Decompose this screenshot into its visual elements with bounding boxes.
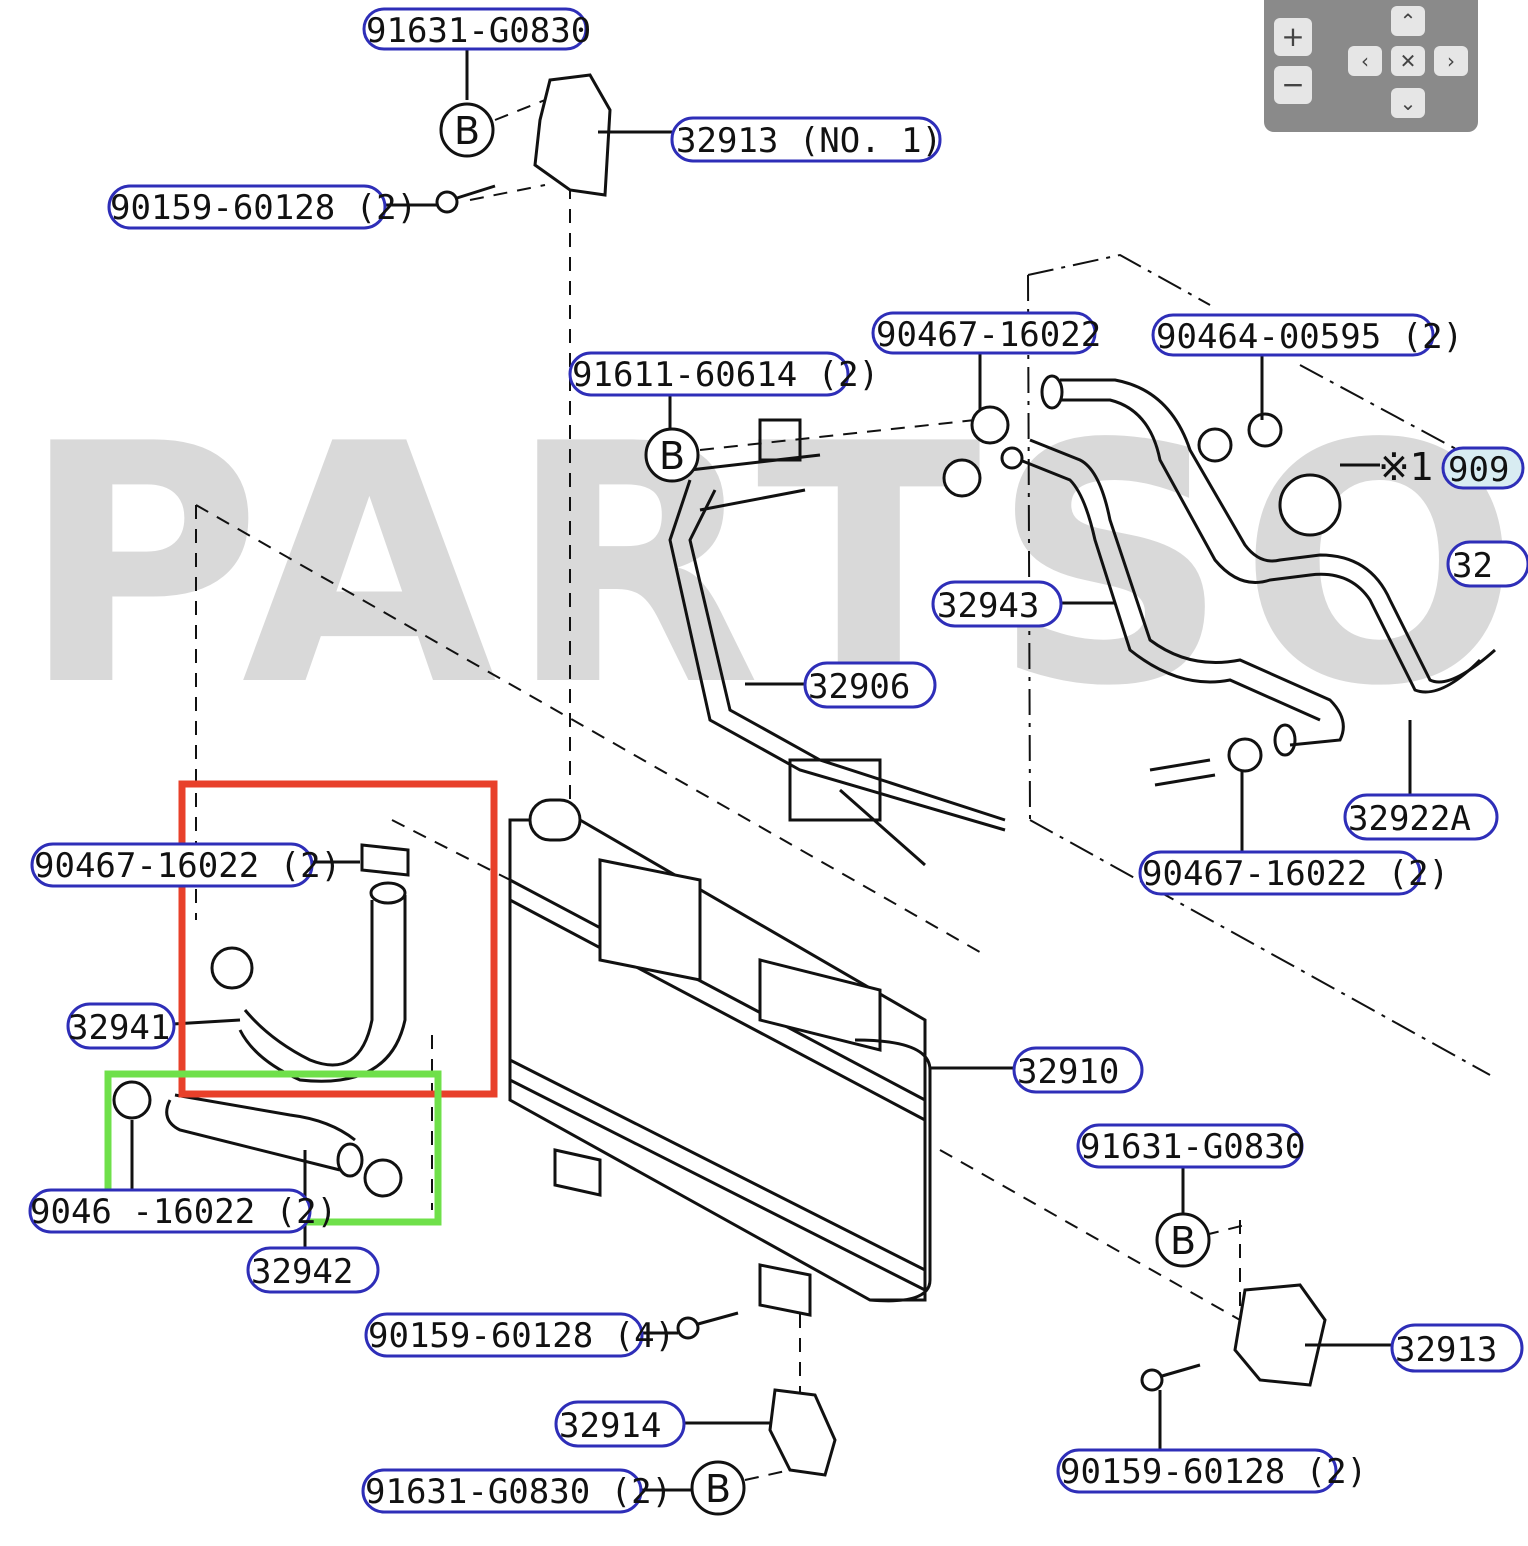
callout-label-c16: 91631-G0830 bbox=[1080, 1127, 1305, 1167]
pan-left-button[interactable]: ‹ bbox=[1348, 46, 1382, 76]
callout-pill-c6 bbox=[568, 351, 850, 397]
callout-pill-c5 bbox=[1151, 313, 1435, 357]
callout-label-c13: 90467-16022 (2) bbox=[1142, 854, 1449, 894]
callout-labels: 91631-G0830 32913 (NO. 1) 90159-60128 (2… bbox=[30, 11, 1509, 1512]
callout-pill-c23 bbox=[361, 1468, 643, 1514]
callout-label-c4: 90467-16022 bbox=[876, 315, 1101, 355]
callout-label-c17: 9046 -16022 (2) bbox=[30, 1192, 337, 1232]
pan-right-button[interactable]: › bbox=[1434, 46, 1468, 76]
reference-lines bbox=[195, 99, 1246, 1481]
brackets bbox=[533, 73, 1327, 1477]
pan-up-button[interactable]: ⌃ bbox=[1391, 6, 1425, 36]
callout-label-c19: 90159-60128 (4) bbox=[368, 1316, 675, 1356]
hose-32941 bbox=[210, 843, 410, 1083]
ref-b-4 bbox=[690, 1460, 746, 1516]
pipe-32906 bbox=[668, 418, 1006, 867]
callout-label-c14: 32941 bbox=[68, 1008, 170, 1048]
ref-b-label-4: B bbox=[705, 1467, 731, 1511]
callout-pill-c11 bbox=[1343, 793, 1499, 841]
callout-label-c12: 90467-16022 (2) bbox=[34, 846, 341, 886]
reset-view-button[interactable]: ✕ bbox=[1391, 46, 1425, 76]
ref-b-1 bbox=[439, 102, 495, 158]
ref-b-2 bbox=[644, 427, 700, 483]
ref-b-label-2: B bbox=[659, 434, 685, 478]
callout-label-c21: 32914 bbox=[559, 1406, 661, 1446]
watermark-text: PARTSO bbox=[20, 374, 1528, 758]
callout-label-c7: 909 bbox=[1448, 450, 1509, 490]
callout-label-c5: 90464-00595 (2) bbox=[1156, 317, 1463, 357]
callout-label-c2: 32913 (NO. 1) bbox=[676, 121, 942, 161]
callout-pill-c18 bbox=[246, 1246, 380, 1294]
callout-label-c9: 32943 bbox=[937, 586, 1039, 626]
callout-pill-c1 bbox=[362, 7, 588, 51]
callout-pill-c19 bbox=[364, 1312, 644, 1358]
callout-pill-c10 bbox=[803, 661, 937, 709]
ref-b-label-1: B bbox=[454, 109, 480, 153]
callout-pill-c7 bbox=[1441, 446, 1525, 490]
callout-label-c1: 91631-G0830 bbox=[366, 11, 591, 51]
callout-label-c18: 32942 bbox=[251, 1252, 353, 1292]
callout-label-c10: 32906 bbox=[808, 667, 910, 707]
callout-pill-c22 bbox=[1056, 1448, 1338, 1494]
note-mark: ※1 bbox=[1378, 445, 1434, 489]
callout-label-c8: 32 bbox=[1452, 546, 1493, 586]
zoom-out-button[interactable]: − bbox=[1274, 66, 1312, 104]
callout-pill-c12 bbox=[30, 842, 314, 888]
callout-pill-c15 bbox=[1012, 1046, 1144, 1094]
highlight-box-red bbox=[178, 780, 498, 1098]
callout-label-c23: 91631-G0830 (2) bbox=[365, 1472, 672, 1512]
callout-pill-c9 bbox=[931, 580, 1063, 628]
callout-pill-c8 bbox=[1446, 540, 1528, 588]
callout-pill-c17 bbox=[28, 1188, 312, 1234]
callout-pill-c13 bbox=[1138, 850, 1422, 896]
callout-label-c3: 90159-60128 (2) bbox=[110, 188, 417, 228]
callout-pill-c20 bbox=[1390, 1323, 1524, 1373]
zoom-in-button[interactable]: + bbox=[1274, 18, 1312, 56]
callout-label-c22: 90159-60128 (2) bbox=[1060, 1452, 1367, 1492]
callout-label-c11: 32922A bbox=[1348, 799, 1471, 839]
callout-label-c20: 32913 bbox=[1395, 1330, 1497, 1370]
callout-pill-c2 bbox=[670, 116, 942, 163]
ref-circles bbox=[439, 102, 1211, 1516]
leader-lines bbox=[130, 48, 1412, 1492]
hose-32943 bbox=[1019, 374, 1496, 757]
clamps bbox=[942, 405, 1342, 787]
ref-b-label-3: B bbox=[1170, 1219, 1196, 1263]
callout-pill-c3 bbox=[107, 184, 387, 230]
callout-pill-c21 bbox=[554, 1400, 686, 1448]
callout-pill-c16 bbox=[1076, 1123, 1304, 1169]
bolts bbox=[435, 184, 1201, 1392]
callout-label-c6: 91611-60614 (2) bbox=[572, 355, 879, 395]
callout-label-c15: 32910 bbox=[1017, 1052, 1119, 1092]
callout-pill-c14 bbox=[66, 1002, 176, 1050]
zoom-pan-panel: + − ⌃ ‹ ✕ › ⌄ bbox=[1264, 0, 1478, 132]
hose-32942 bbox=[112, 1080, 403, 1198]
oil-cooler-32910 bbox=[508, 798, 932, 1317]
callout-pill-c4 bbox=[871, 311, 1097, 355]
pan-down-button[interactable]: ⌄ bbox=[1391, 88, 1425, 118]
ref-b-3 bbox=[1155, 1212, 1211, 1268]
callouts[interactable] bbox=[28, 7, 1528, 1514]
